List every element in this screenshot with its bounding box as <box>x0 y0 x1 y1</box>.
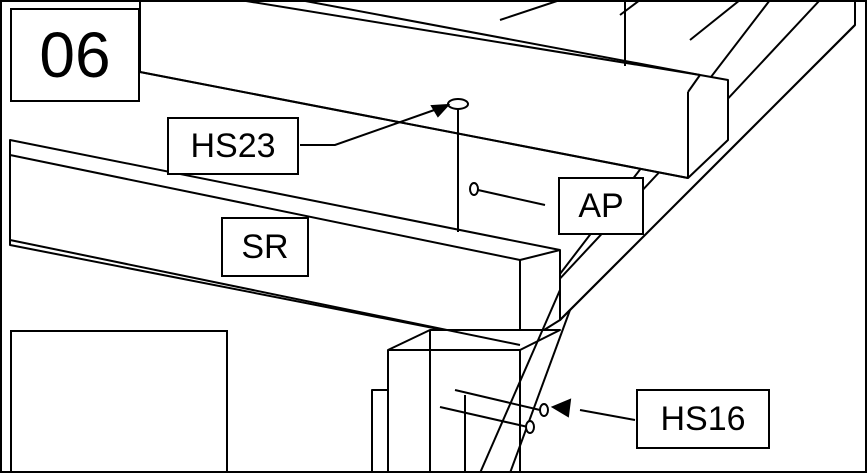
rafter-edge <box>499 0 561 21</box>
arrow-head <box>550 398 572 418</box>
joist-edge <box>9 154 521 261</box>
strut-edge <box>479 289 561 473</box>
screw-hs16-b <box>439 406 529 428</box>
leader-hs16 <box>579 409 636 421</box>
screw-head <box>525 420 535 434</box>
joist-top <box>139 0 729 179</box>
step-number: 06 <box>39 19 111 91</box>
joist-edge <box>519 249 561 261</box>
label-sr: SR <box>221 217 309 277</box>
label-sr-text: SR <box>241 227 289 266</box>
label-hs16-text: HS16 <box>660 399 746 438</box>
beam-edge <box>9 239 521 346</box>
tool-box <box>10 330 228 473</box>
screw-ap <box>477 189 546 206</box>
label-hs23: HS23 <box>167 117 299 175</box>
strut-edge <box>509 309 571 473</box>
step-number-box: 06 <box>10 8 140 102</box>
rafter-edge <box>689 0 741 41</box>
joist-edge <box>687 74 701 93</box>
label-hs23-text: HS23 <box>190 126 276 165</box>
rafter-edge <box>619 0 641 16</box>
beam-edge <box>559 24 856 321</box>
screw-head <box>447 98 469 110</box>
label-hs16: HS16 <box>636 389 770 449</box>
joist-edge <box>139 71 689 179</box>
joist-edge <box>299 0 701 76</box>
screw-head <box>469 182 479 196</box>
arrow-head <box>430 103 451 118</box>
label-ap: AP <box>558 177 644 235</box>
leader-hs23 <box>300 107 441 146</box>
screw-hs16-a <box>454 389 541 411</box>
screw-head <box>539 403 549 417</box>
post-side <box>371 389 389 473</box>
label-ap-text: AP <box>578 186 624 225</box>
